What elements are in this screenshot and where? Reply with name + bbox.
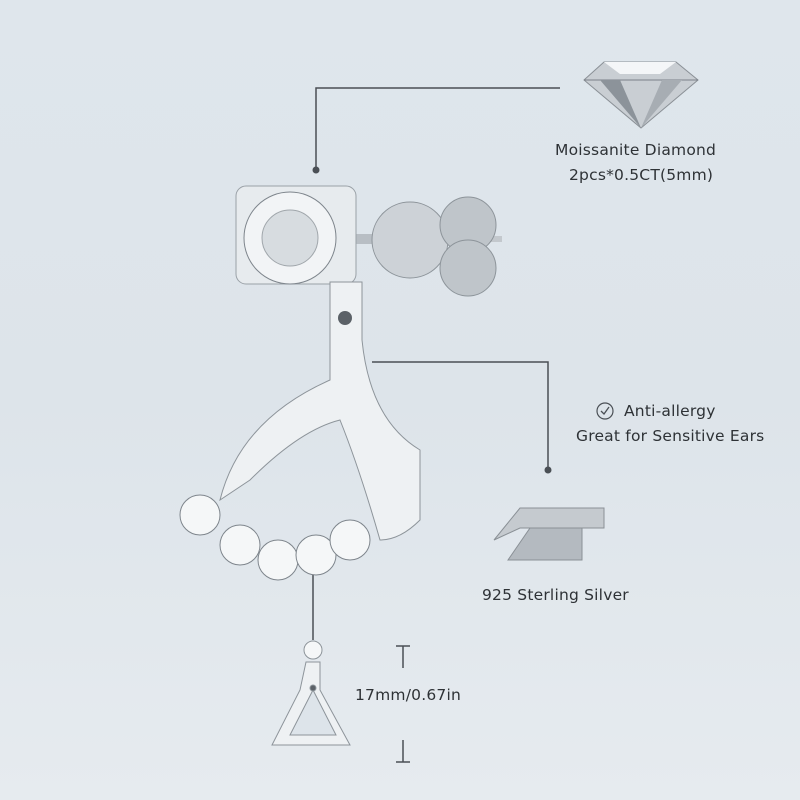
gem-title: Moissanite Diamond [555,141,717,159]
gem-spec: 2pcs*0.5CT(5mm) [569,166,714,184]
earring-size-image [271,640,351,746]
check-circle-icon [596,402,614,420]
moissanite-diamond-image [583,61,699,129]
sterling-silver-plates-image [493,507,605,561]
earring-image [179,185,502,581]
material-title: 925 Sterling Silver [482,586,629,604]
size-label: 17mm/0.67in [355,686,461,704]
anti-allergy-subtitle: Great for Sensitive Ears [576,427,765,445]
callout-lines [312,87,560,763]
anti-allergy-title: Anti-allergy [624,402,716,420]
